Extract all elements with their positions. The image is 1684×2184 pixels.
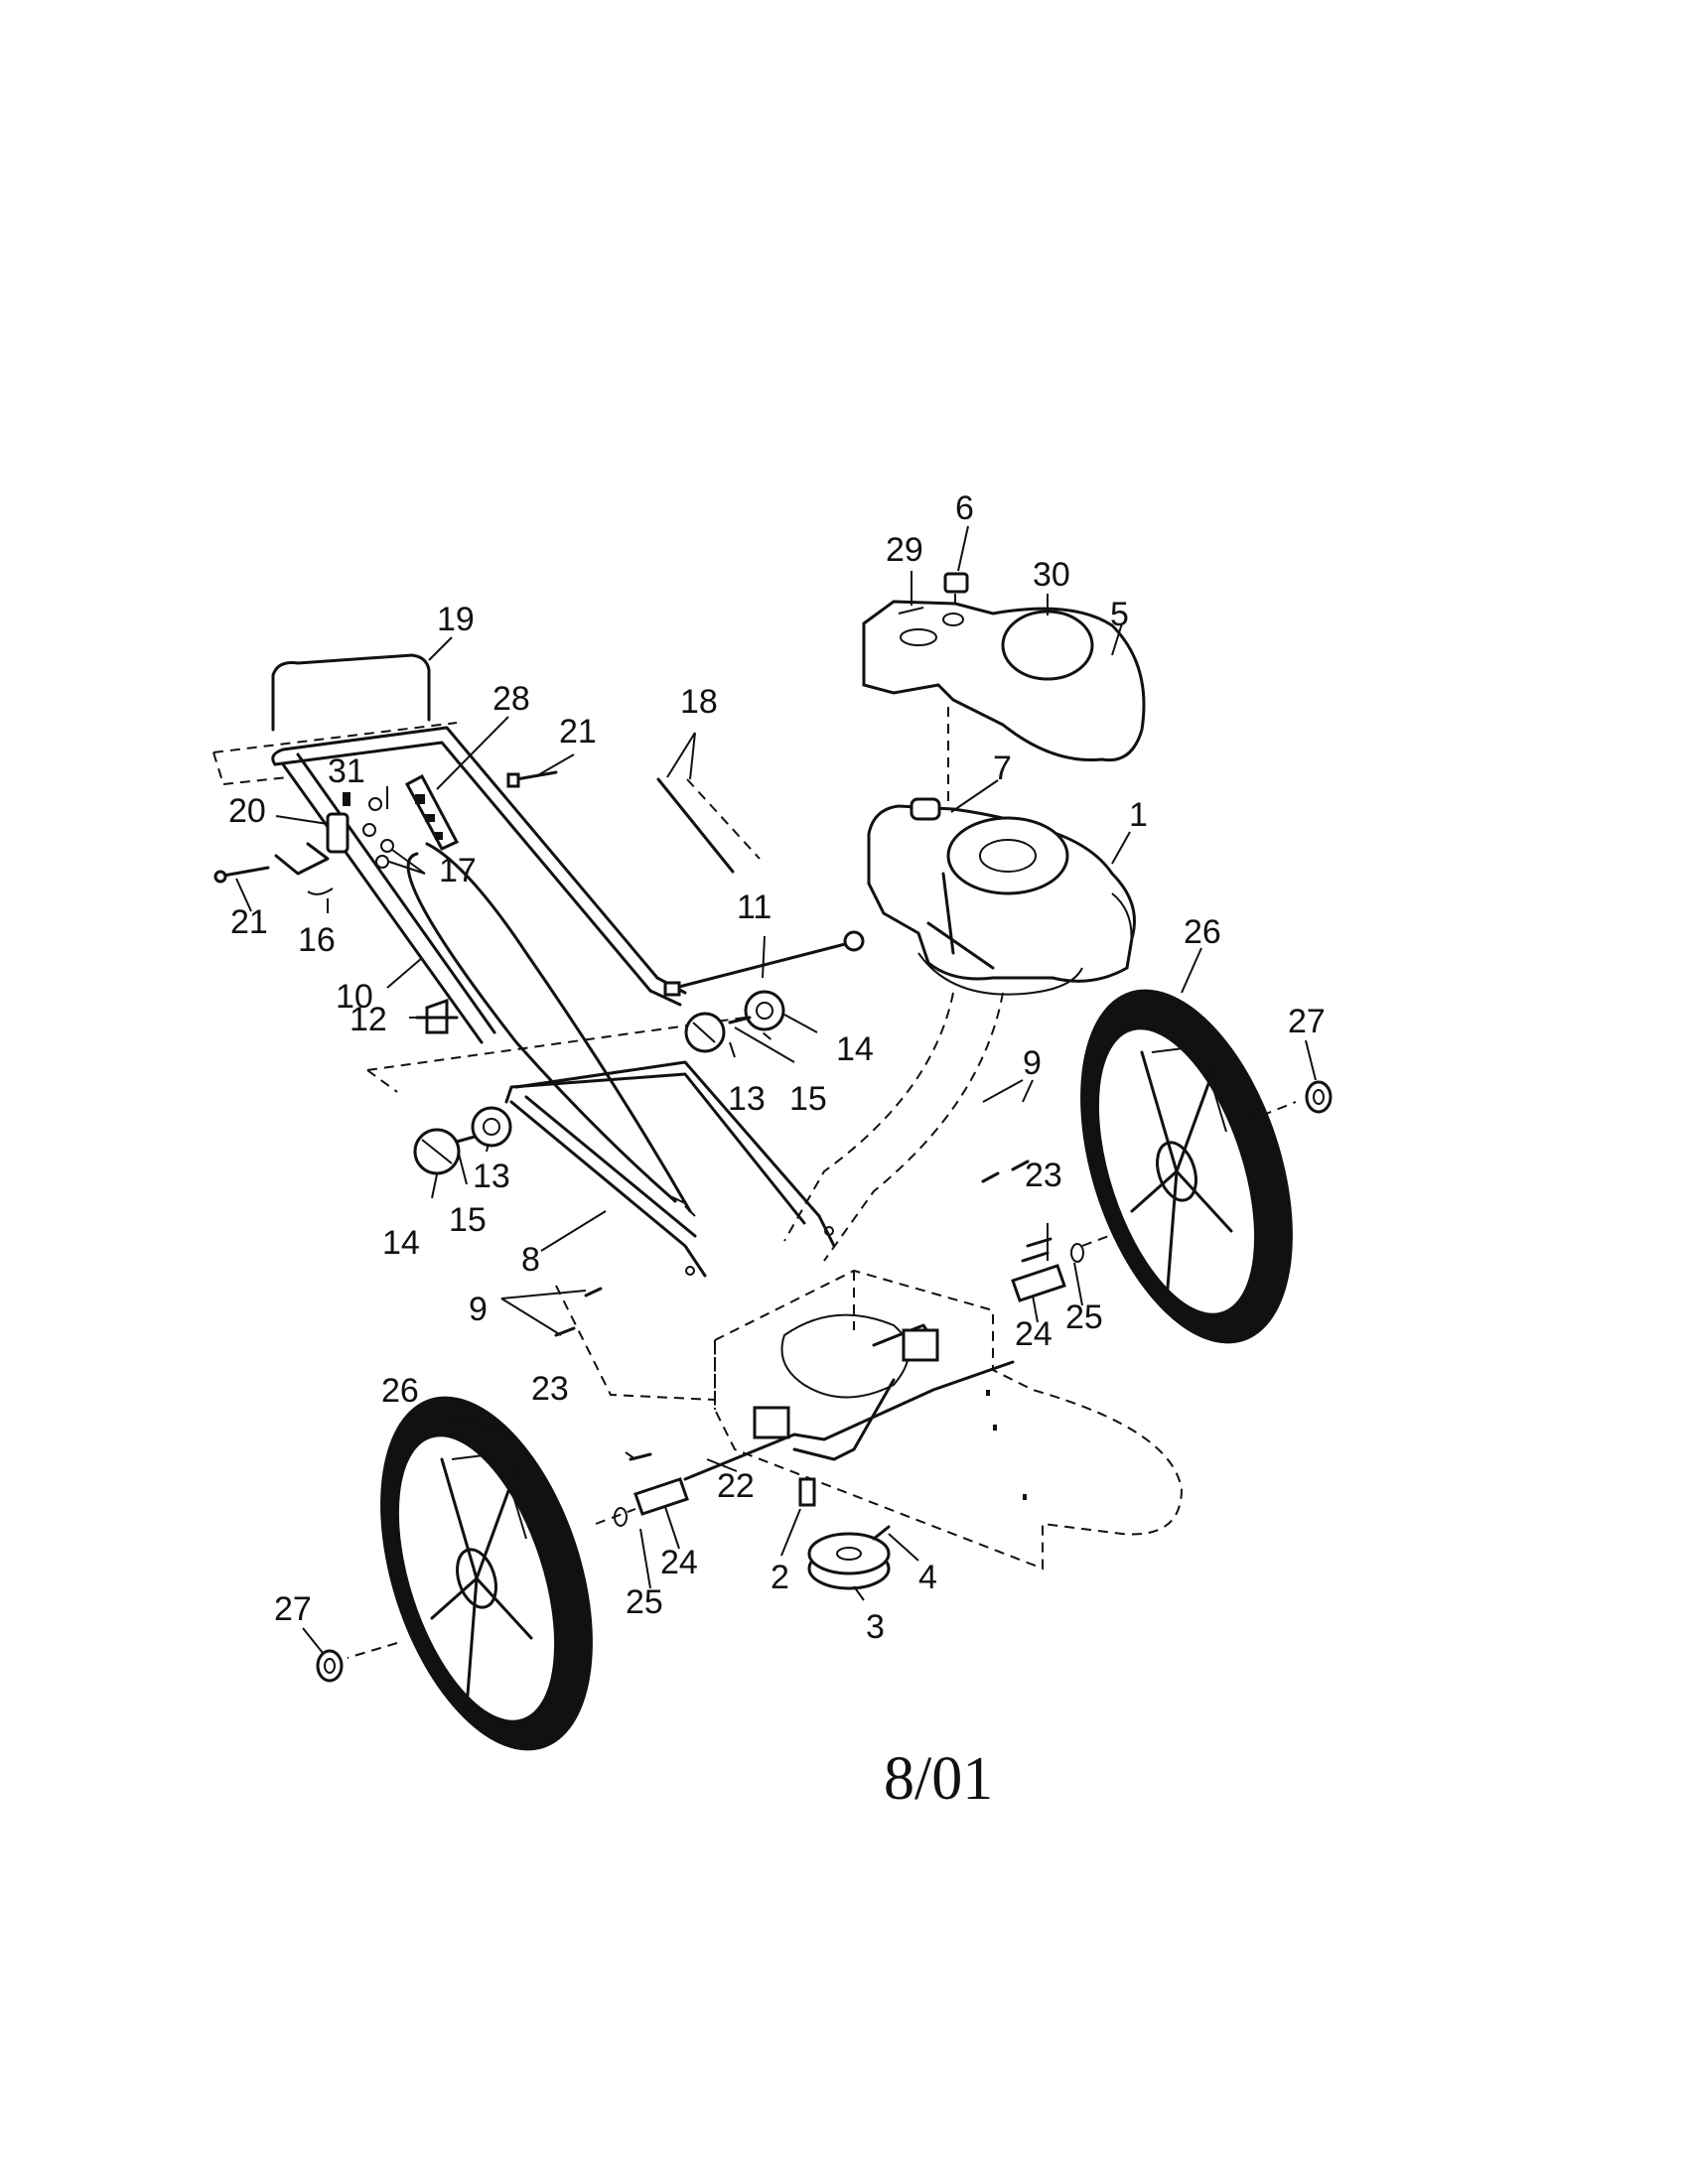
control-bar-19 [271,653,431,732]
leader-lines [235,525,1317,1654]
axle-22 [683,1328,1015,1481]
bolts-9-right [981,1160,1030,1183]
control-cable-2 [406,852,677,1203]
callout-25-right: 25 [1065,1298,1103,1336]
callout-labels: 1 2 3 4 5 6 7 8 9 9 10 11 12 13 13 14 14… [228,489,1326,1646]
callout-30: 30 [1033,556,1070,594]
callout-24-left: 24 [660,1544,698,1581]
handle-knob-14-left [413,1128,461,1175]
cap-part-6 [943,572,969,594]
callout-5: 5 [1110,596,1129,633]
throttle-control-28 [404,773,460,851]
control-cable [425,842,692,1213]
engine-shroud [862,600,1146,762]
callout-2: 2 [771,1559,789,1596]
callout-26-right: 26 [1184,913,1221,951]
bolt-15-left [455,1135,477,1144]
clip-25-right [1070,1243,1084,1263]
hub-cap-27-right [1305,1080,1333,1114]
pulley-3 [807,1532,891,1590]
callout-12: 12 [350,1001,387,1038]
callout-14-left: 14 [382,1224,420,1262]
callout-11: 11 [737,888,772,926]
callout-25-left: 25 [626,1583,663,1621]
hub-cap-27-left [316,1649,344,1683]
callout-19: 19 [437,601,475,638]
clip-16 [274,842,334,895]
bolt-15-right [728,1016,752,1024]
bolt-2 [798,1477,816,1507]
callout-17: 17 [439,852,477,889]
callout-27-left: 27 [274,1590,312,1628]
wheel-26-right [1080,989,1293,1344]
callout-29: 29 [886,531,923,569]
revision-date: 8/01 [884,1745,993,1813]
callout-15-right: 15 [789,1080,827,1118]
engine-control-20 [326,792,394,869]
callout-27-right: 27 [1288,1003,1326,1040]
callout-21-right: 21 [559,713,597,751]
spacer-24-left [633,1477,689,1516]
key-4 [872,1525,891,1541]
callout-7: 7 [993,750,1012,787]
trimmer-deck [714,1269,1184,1570]
callout-6: 6 [955,489,974,527]
callout-1: 1 [1129,796,1148,834]
callout-8: 8 [521,1241,540,1279]
upper-handle-10 [271,726,687,1044]
callout-13-left: 13 [473,1158,510,1195]
callout-22: 22 [717,1467,755,1505]
bolts-9-left [554,1287,603,1337]
callout-9-left: 9 [469,1291,488,1328]
callout-4: 4 [918,1559,937,1596]
callout-20: 20 [228,792,266,830]
washer-13-right [744,990,785,1031]
callout-10: 10 [336,978,373,1016]
handle-knob-14-right [684,1012,726,1053]
spacer-24-right [1011,1264,1066,1302]
bolt-21-right [506,770,558,788]
bolt-21-left [213,866,270,884]
wheel-26-left [380,1396,593,1751]
callout-9-right: 9 [1023,1044,1042,1082]
callout-14-right: 14 [836,1030,874,1068]
callout-21-left: 21 [230,903,268,941]
lower-handle-8 [504,1060,836,1278]
callout-3: 3 [866,1608,885,1646]
callout-23-left: 23 [531,1370,569,1408]
callout-31: 31 [328,752,365,790]
bolt-23-right [1021,1237,1052,1263]
cable-ties-18 [656,777,761,874]
callout-24-right: 24 [1015,1315,1052,1353]
callout-23-right: 23 [1025,1157,1062,1194]
engine [867,797,1136,996]
callout-18: 18 [680,683,718,721]
callout-15-left: 15 [449,1201,487,1239]
rod-11 [663,930,865,997]
callout-26-left: 26 [381,1372,419,1410]
callout-13-right: 13 [728,1080,766,1118]
washer-13-left [471,1106,512,1148]
callout-28: 28 [492,680,530,718]
callout-16: 16 [298,921,336,959]
